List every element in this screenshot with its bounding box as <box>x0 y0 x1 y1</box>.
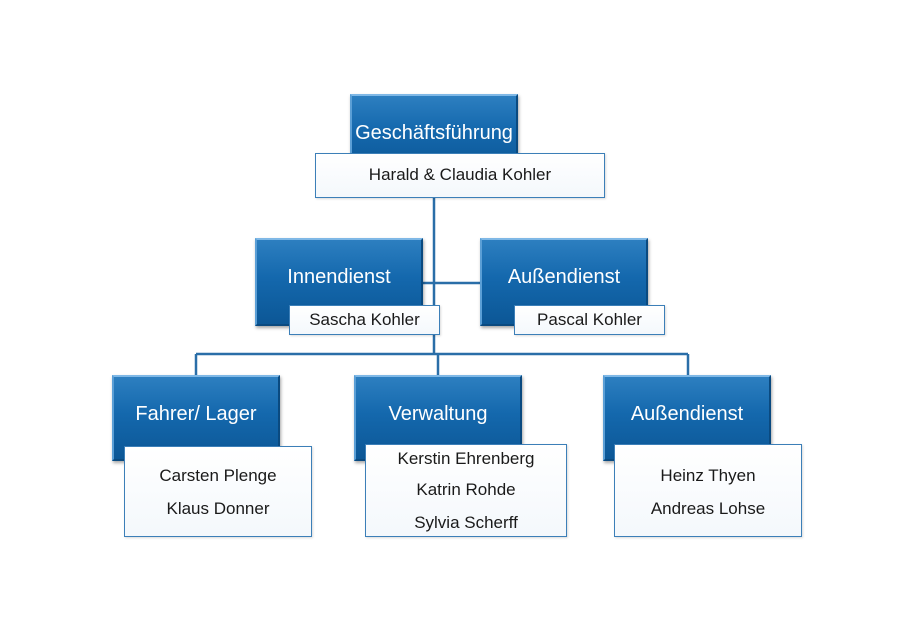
names-aussendienst-bottom: Heinz Thyen Andreas Lohse <box>614 444 802 537</box>
name-line: Sascha Kohler <box>309 310 420 329</box>
names-innendienst: Sascha Kohler <box>289 305 440 335</box>
name-line: Kerstin Ehrenberg <box>397 449 535 468</box>
name-line: Katrin Rohde <box>416 480 516 499</box>
names-fahrer-lager: Carsten Plenge Klaus Donner <box>124 446 312 537</box>
name-line: Carsten Plenge <box>159 466 277 485</box>
name-line: Sylvia Scherff <box>414 513 518 532</box>
node-aussendienst-top-title: Außendienst <box>507 266 621 288</box>
node-verwaltung-title: Verwaltung <box>388 403 488 425</box>
names-verwaltung: Kerstin Ehrenberg Katrin Rohde Sylvia Sc… <box>365 444 567 537</box>
names-geschaeftsfuehrung: Harald & Claudia Kohler <box>315 153 605 198</box>
name-line: Klaus Donner <box>166 499 270 518</box>
name-line: Pascal Kohler <box>537 310 642 329</box>
name-line: Harald & Claudia Kohler <box>368 165 552 184</box>
node-geschaeftsfuehrung-title: Geschäftsführung <box>355 122 513 144</box>
name-line: Andreas Lohse <box>650 499 766 518</box>
names-aussendienst-top: Pascal Kohler <box>514 305 665 335</box>
node-innendienst-title: Innendienst <box>287 266 391 288</box>
node-aussendienst-bottom-title: Außendienst <box>630 403 744 425</box>
name-line: Heinz Thyen <box>660 466 756 485</box>
node-fahrer-lager-title: Fahrer/ Lager <box>135 403 257 425</box>
